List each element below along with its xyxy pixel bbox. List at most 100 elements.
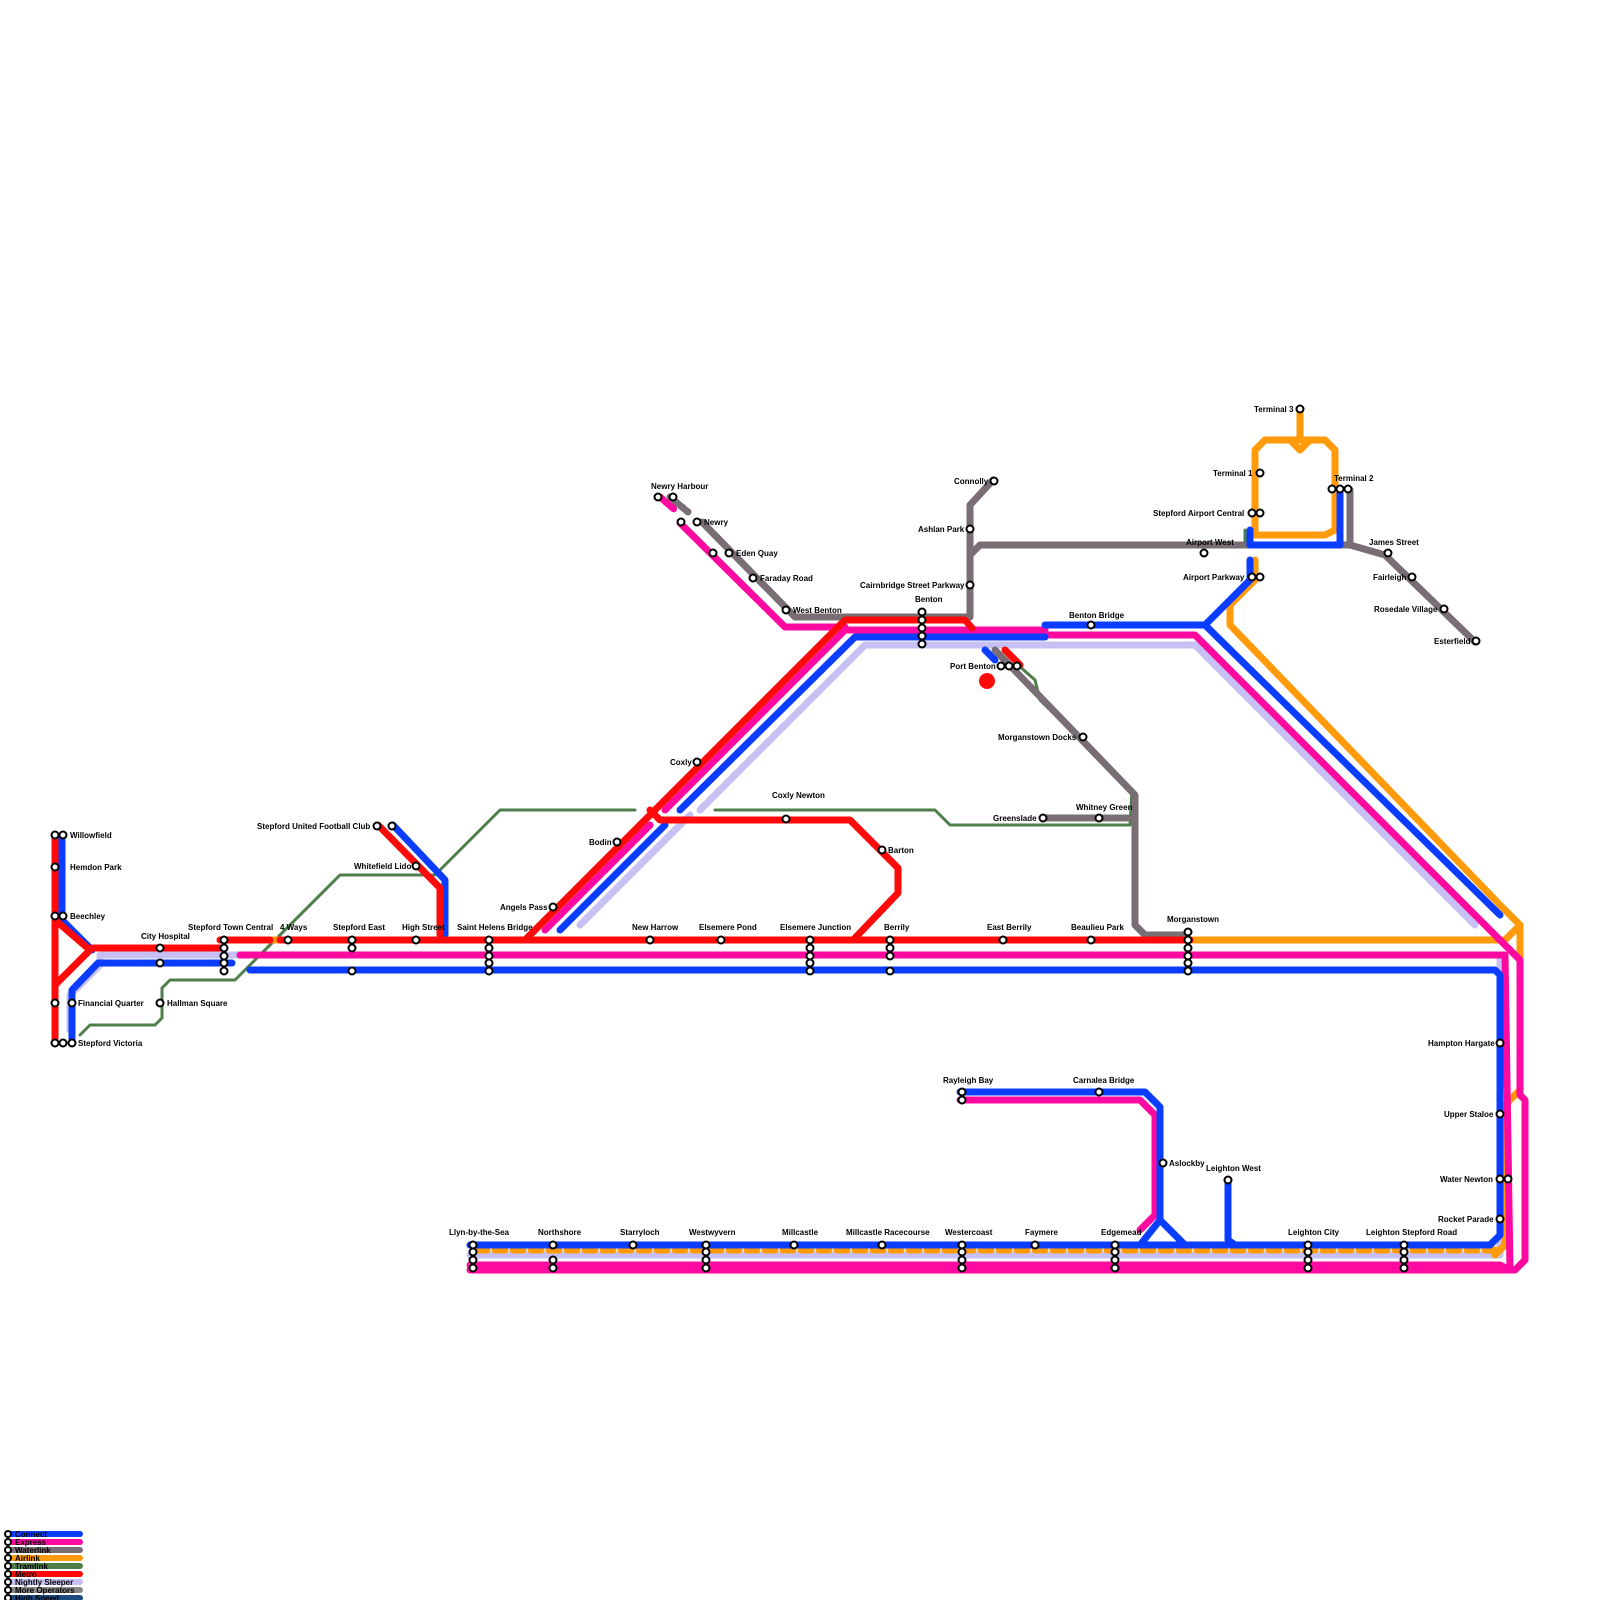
station-hallman-square[interactable]: Hallman Square — [155, 998, 229, 1008]
svg-text:Benton Bridge: Benton Bridge — [1069, 611, 1125, 620]
svg-text:Berrily: Berrily — [884, 923, 910, 932]
svg-text:Rocket Parade: Rocket Parade — [1438, 1215, 1494, 1224]
svg-text:Stepford East: Stepford East — [333, 923, 385, 932]
station-benton[interactable]: Benton — [915, 595, 943, 649]
svg-text:Starryloch: Starryloch — [620, 1228, 660, 1237]
station-beechley[interactable]: Beechley — [50, 911, 106, 921]
station-ashlan-park[interactable]: Ashlan Park — [918, 524, 975, 534]
line-legend: ConnectExpressWaterlinkAirlinkTramlinkMe… — [4, 1530, 83, 1600]
station-newry[interactable]: Newry — [676, 517, 729, 527]
station-elsemere-junction[interactable]: Elsemere Junction — [780, 923, 851, 976]
legend-label: More Operators — [15, 1586, 75, 1595]
station-starryloch[interactable]: Starryloch — [620, 1228, 660, 1250]
station-leighton-west[interactable]: Leighton West — [1206, 1164, 1261, 1185]
station-beaulieu-park[interactable]: Beaulieu Park — [1071, 923, 1124, 945]
svg-text:Port Benton: Port Benton — [950, 662, 996, 671]
legend-item-highspeed: High Speed — [4, 1594, 83, 1600]
station-city-hospital[interactable]: City Hospital — [141, 932, 190, 968]
station-4-ways[interactable]: 4 Ways — [280, 923, 308, 945]
station-stepford-east[interactable]: Stepford East — [333, 923, 385, 976]
station-stepford-united-football-club[interactable]: Stepford United Football Club — [257, 821, 397, 831]
station-east-berrily[interactable]: East Berrily — [987, 923, 1032, 945]
svg-text:West Benton: West Benton — [793, 606, 842, 615]
station-llyn-by-the-sea[interactable]: Llyn-by-the-Sea — [449, 1228, 510, 1273]
station-aslockby[interactable]: Aslockby — [1158, 1158, 1206, 1168]
station-angels-pass[interactable]: Angels Pass — [500, 902, 558, 912]
station-millcastle-racecourse[interactable]: Millcastle Racecourse — [846, 1228, 930, 1250]
station-cairnbridge-street-parkway[interactable]: Cairnbridge Street Parkway — [860, 580, 975, 590]
station-coxly[interactable]: Coxly — [670, 757, 702, 767]
station-james-street[interactable]: James Street — [1369, 538, 1419, 558]
station-high-street[interactable]: High Street — [402, 923, 445, 945]
svg-text:Faraday Road: Faraday Road — [760, 574, 813, 583]
station-terminal-3[interactable]: Terminal 3 — [1254, 404, 1305, 414]
station-west-benton[interactable]: West Benton — [781, 605, 842, 615]
station-stepford-victoria[interactable]: Stepford Victoria — [50, 1038, 143, 1048]
station-airport-west[interactable]: Airport West — [1186, 538, 1234, 558]
legend-label: High Speed — [15, 1594, 59, 1600]
station-hemdon-park[interactable]: Hemdon Park — [50, 862, 123, 872]
station-leighton-stepford-road[interactable]: Leighton Stepford Road — [1366, 1228, 1457, 1273]
station-bodin[interactable]: Bodin — [589, 837, 622, 847]
svg-text:Millcastle Racecourse: Millcastle Racecourse — [846, 1228, 930, 1237]
station-newry-harbour[interactable]: Newry Harbour — [651, 482, 708, 502]
station-saint-helens-bridge[interactable]: Saint Helens Bridge — [457, 923, 533, 976]
station-rayleigh-bay[interactable]: Rayleigh Bay — [943, 1076, 994, 1105]
station-stepford-airport-central[interactable]: Stepford Airport Central — [1153, 508, 1265, 518]
station-terminal-2[interactable]: Terminal 2 — [1327, 474, 1374, 494]
svg-text:Connolly: Connolly — [954, 477, 989, 486]
legend-item-sleeper: Nightly Sleeper — [4, 1578, 83, 1587]
station-upper-staloe[interactable]: Upper Staloe — [1444, 1109, 1505, 1119]
legend-label: Waterlink — [15, 1546, 51, 1555]
station-morganstown[interactable]: Morganstown — [1167, 915, 1219, 976]
station-edgemead[interactable]: Edgemead — [1101, 1228, 1142, 1273]
station-berrily[interactable]: Berrily — [884, 923, 910, 976]
legend-station-icon — [4, 1530, 12, 1538]
legend-item-waterlink: Waterlink — [4, 1546, 83, 1555]
station-elsemere-pond[interactable]: Elsemere Pond — [699, 923, 757, 945]
station-greenslade[interactable]: Greenslade — [993, 813, 1048, 823]
station-esterfield[interactable]: Esterfield — [1434, 636, 1481, 646]
station-hampton-hargate[interactable]: Hampton Hargate — [1428, 1038, 1505, 1048]
station-water-newton[interactable]: Water Newton — [1440, 1174, 1513, 1184]
station-stepford-town-central[interactable]: Stepford Town Central — [188, 923, 273, 976]
station-terminal-1[interactable]: Terminal 1 — [1213, 468, 1265, 478]
svg-text:Hemdon Park: Hemdon Park — [70, 863, 122, 872]
station-connolly[interactable]: Connolly — [954, 476, 999, 486]
station-leighton-city[interactable]: Leighton City — [1288, 1228, 1340, 1273]
station-coxly-newton[interactable]: Coxly Newton — [772, 791, 825, 824]
station-rosedale-village[interactable]: Rosedale Village — [1374, 604, 1449, 614]
station-faymere[interactable]: Faymere — [1025, 1228, 1058, 1250]
station-willowfield[interactable]: Willowfield — [50, 830, 112, 840]
svg-text:Aslockby: Aslockby — [1169, 1159, 1205, 1168]
station-northshore[interactable]: Northshore — [538, 1228, 582, 1273]
svg-text:James Street: James Street — [1369, 538, 1419, 547]
svg-text:Newry: Newry — [704, 518, 729, 527]
station-morganstown-docks[interactable]: Morganstown Docks — [998, 732, 1088, 742]
station-barton[interactable]: Barton — [877, 845, 914, 855]
station-westwyvern[interactable]: Westwyvern — [689, 1228, 736, 1273]
station-port-benton[interactable]: Port Benton — [950, 661, 1022, 671]
station-millcastle[interactable]: Millcastle — [782, 1228, 819, 1250]
station-eden-quay[interactable]: Eden Quay — [708, 548, 779, 558]
station-whitefield-lido[interactable]: Whitefield Lido — [354, 861, 421, 871]
svg-text:High Street: High Street — [402, 923, 445, 932]
station-whitney-green[interactable]: Whitney Green — [1076, 803, 1133, 823]
station-new-harrow[interactable]: New Harrow — [632, 923, 679, 945]
airlink-line — [216, 406, 1524, 1259]
station-rocket-parade[interactable]: Rocket Parade — [1438, 1214, 1505, 1224]
station-fairleigh[interactable]: Fairleigh — [1373, 572, 1417, 582]
svg-text:Fairleigh: Fairleigh — [1373, 573, 1406, 582]
svg-text:Stepford United Football Club: Stepford United Football Club — [257, 822, 370, 831]
station-airport-parkway[interactable]: Airport Parkway — [1183, 572, 1265, 582]
svg-text:Leighton West: Leighton West — [1206, 1164, 1261, 1173]
station-carnalea-bridge[interactable]: Carnalea Bridge — [1073, 1076, 1135, 1097]
legend-label: Tramlink — [15, 1562, 48, 1571]
station-financial-quarter[interactable]: Financial Quarter — [50, 998, 144, 1008]
express-line — [236, 493, 1529, 1274]
station-faraday-road[interactable]: Faraday Road — [748, 573, 814, 583]
svg-text:Barton: Barton — [888, 846, 914, 855]
station-benton-bridge[interactable]: Benton Bridge — [1069, 611, 1125, 630]
svg-text:Rayleigh Bay: Rayleigh Bay — [943, 1076, 994, 1085]
station-westercoast[interactable]: Westercoast — [945, 1228, 993, 1273]
